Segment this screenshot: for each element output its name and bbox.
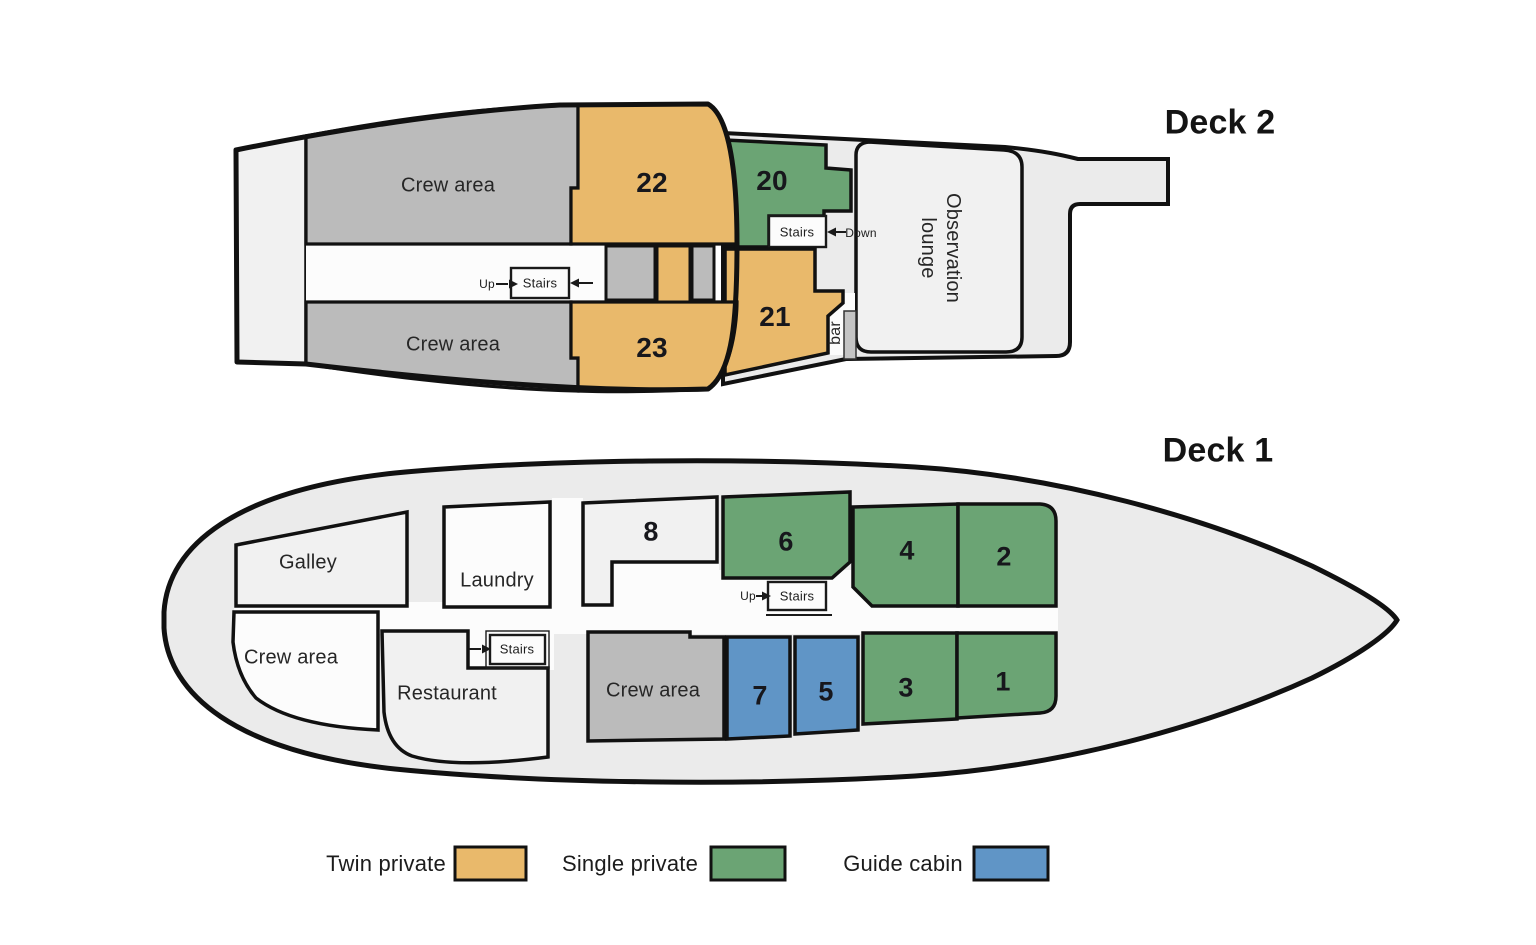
cabin-8-label: 8: [643, 516, 659, 547]
deck1-stairs-right-up-label: Up: [740, 589, 756, 603]
deck1-stairs-left-label: Stairs: [499, 641, 535, 657]
deck2-stairs-fwd-label: Stairs: [779, 224, 815, 240]
deck1-crew-area-left-label: Crew area: [243, 646, 339, 669]
arrow-left-icon: [827, 227, 836, 237]
cabin-20-label: 20: [756, 165, 788, 196]
arrow-left-icon: [570, 278, 579, 288]
cabin-21: [723, 247, 845, 378]
legend-swatch-guide: [972, 845, 1050, 882]
deck1-corridor-vertical: [552, 498, 583, 634]
cabin-3-label: 3: [898, 672, 914, 703]
deck2-cabin-connector: [655, 244, 692, 304]
deck2-stairs-mid-up-label: Up: [479, 277, 495, 291]
lounge-label-line2: lounge: [917, 217, 939, 279]
deck2-storage-block-right: [690, 244, 716, 302]
cabin-7: [725, 635, 792, 741]
cabin-2-label: 2: [996, 541, 1012, 572]
deck2-stairs-mid-label: Stairs: [522, 275, 558, 291]
arrow-right-icon: [762, 591, 771, 601]
cabin-21-label: 21: [759, 301, 791, 332]
deck1-crew-area-left: [231, 610, 380, 732]
deck1-title: Deck 1: [1162, 431, 1274, 470]
arrow-right-icon: [509, 279, 518, 289]
legend-swatch-single: [709, 845, 787, 882]
cabin-4: [851, 502, 960, 608]
deck2-stairs-mid-box: [509, 266, 571, 300]
deck2-crew-area-bottom-label: Crew area: [405, 333, 501, 356]
cabin-20: [723, 138, 853, 249]
deck2-stern-section: [234, 133, 308, 366]
cabin-1-label: 1: [995, 666, 1011, 697]
deck1-crew-area-mid-label: Crew area: [605, 679, 701, 702]
deck2-stairs-down-label: Down: [845, 226, 877, 240]
deck2-bar-counter: [843, 310, 857, 360]
lounge-label-line1: Observation: [942, 192, 964, 304]
deck1-laundry-label: Laundry: [460, 569, 534, 592]
legend-label-twin: Twin private: [326, 851, 446, 876]
deck2-storage-block-left: [604, 244, 657, 302]
cabin-8: [581, 495, 719, 607]
deck1-restaurant: [380, 629, 550, 765]
deck1-laundry: [442, 500, 552, 609]
cabin-6-label: 6: [778, 526, 794, 557]
legend-label-guide: Guide cabin: [843, 851, 963, 876]
cabin-2: [956, 502, 1058, 608]
cabin-5: [793, 635, 860, 736]
deck1-corridor-under-8: [612, 558, 719, 606]
legend-swatch-twin: [453, 845, 528, 882]
cabin-6: [721, 490, 852, 580]
deck1-crew-area-mid: [586, 630, 726, 743]
legend-label-single: Single private: [561, 851, 699, 876]
cabin-1: [955, 631, 1058, 720]
cabin-4-label: 4: [899, 535, 915, 566]
deck1-galley: [234, 509, 409, 608]
deck1-stairs-right-box: [766, 580, 828, 612]
cabin-7-label: 7: [752, 680, 768, 711]
deck1-stairs-right-label: Stairs: [779, 588, 815, 604]
deck2-aft-outline: [233, 101, 740, 393]
deck2-title: Deck 2: [1164, 103, 1276, 142]
cabin-22-label: 22: [636, 167, 668, 198]
deck2-stairs-forward-box: [767, 214, 828, 249]
cabin-23-label: 23: [636, 332, 668, 363]
deck2-observation-lounge: [854, 140, 1024, 354]
arrow-right-icon: [482, 644, 491, 654]
deck1-restaurant-label: Restaurant: [397, 682, 497, 705]
deck2-crew-area-top-label: Crew area: [400, 174, 496, 197]
deck2-observation-lounge-label: Observation lounge: [915, 193, 965, 303]
cabin-5-label: 5: [818, 676, 834, 707]
deck1-galley-label: Galley: [279, 551, 337, 574]
deck2-bar-label: bar: [827, 321, 844, 345]
